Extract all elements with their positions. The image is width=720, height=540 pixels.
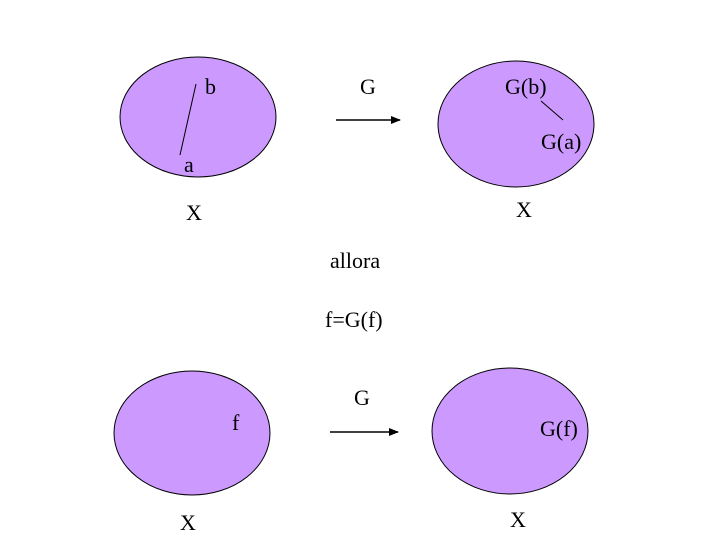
bottom-right-set-ellipse: [431, 367, 589, 495]
bottom-left-set-ellipse: [113, 370, 271, 496]
segment-gb-ga: [540, 100, 564, 121]
label-top-map: G: [360, 74, 376, 99]
label-point-a: a: [184, 152, 194, 177]
label-point-b: b: [205, 74, 216, 99]
top-left-set-ellipse: [119, 56, 277, 178]
label-top-right-set: X: [516, 197, 532, 222]
label-bottom-right-set: X: [510, 507, 526, 532]
top-right-set-ellipse: [437, 60, 595, 188]
label-image-a: G(a): [541, 129, 582, 154]
label-equation: f=G(f): [325, 307, 383, 332]
label-point-f: f: [232, 410, 240, 435]
label-image-b: G(b): [505, 74, 547, 99]
label-conclusion: allora: [330, 248, 381, 273]
segment-ab: [179, 83, 197, 156]
label-bottom-map: G: [354, 385, 370, 410]
label-top-left-set: X: [186, 200, 202, 225]
label-image-f: G(f): [540, 416, 578, 441]
label-bottom-left-set: X: [180, 510, 196, 535]
